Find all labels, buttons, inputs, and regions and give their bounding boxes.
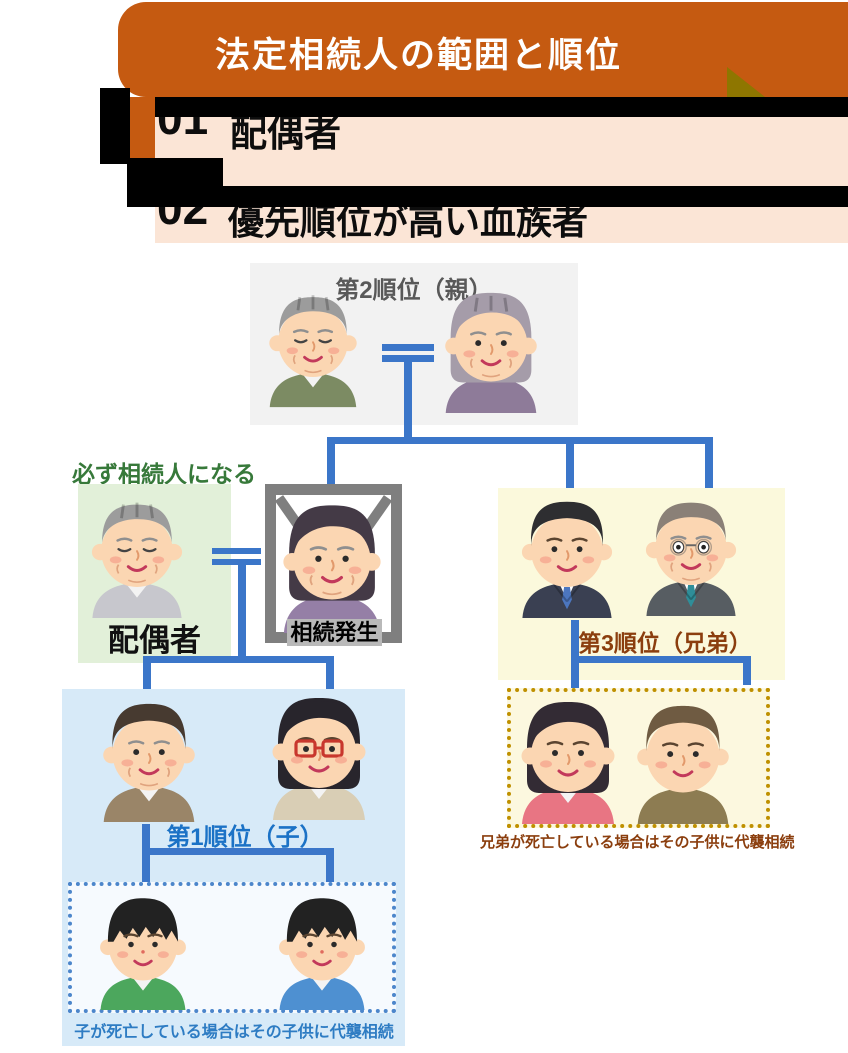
marriage-line-parents-top	[382, 344, 434, 351]
spouse-label: 配偶者	[108, 623, 201, 658]
grandson1-illustration	[86, 890, 200, 1010]
son-illustration	[92, 694, 206, 822]
spouse-tag-label: 必ず相続人になる	[72, 461, 256, 487]
connector-children-bus	[143, 656, 334, 663]
wife-illustration	[256, 690, 382, 820]
text-mask-bar-2	[155, 186, 848, 207]
connector-parents-down	[404, 361, 412, 439]
page-title: 法定相続人の範囲と順位	[215, 36, 623, 75]
connector-nephews-bus	[571, 656, 751, 663]
siblings-group-label: 第3順位（兄弟）	[578, 630, 752, 656]
marriage-line-parents-bottom	[382, 355, 434, 362]
marriage-line-couple-top	[212, 548, 261, 554]
nephew-illustration	[626, 696, 740, 824]
connector-to-nephew	[743, 656, 751, 685]
niece-illustration	[517, 694, 619, 824]
title-banner	[118, 2, 848, 97]
connector-to-sibling2	[705, 437, 713, 488]
children-group-label: 第1順位（子）	[166, 824, 324, 851]
connector-grandsons-bus	[142, 848, 334, 855]
deceased-illustration	[278, 497, 386, 633]
grandson2-illustration	[264, 890, 380, 1010]
item-2-label: 優先順位が高い血族者	[228, 201, 589, 242]
siblings-caption: 兄弟が死亡している場合はその子供に代襲相続	[480, 834, 795, 851]
connector-sibling1-down	[571, 620, 579, 688]
grandfather-illustration	[266, 282, 360, 410]
connector-to-grandson2	[326, 848, 334, 883]
grandmother-illustration	[440, 285, 542, 413]
marriage-line-couple-bottom	[212, 559, 261, 565]
text-mask-bar-1	[155, 97, 848, 117]
sibling1-illustration	[512, 492, 622, 618]
connector-to-wife	[326, 656, 334, 689]
connector-to-sibling1	[566, 440, 574, 488]
item-1-label: 配偶者	[230, 113, 341, 154]
connector-couple-down	[238, 565, 246, 658]
ribbon-fold-shadow	[100, 88, 130, 164]
deceased-badge: 相続発生	[287, 619, 382, 646]
connector-to-deceased	[327, 437, 335, 484]
ribbon-tail	[129, 97, 157, 159]
children-caption: 子が死亡している場合はその子供に代襲相続	[74, 1024, 394, 1041]
header-panel	[155, 97, 848, 243]
connector-bus	[327, 437, 713, 444]
sibling2-illustration	[628, 490, 754, 616]
connector-to-son	[143, 656, 151, 689]
banner-fold-icon	[727, 67, 765, 97]
spouse-illustration	[86, 492, 188, 618]
